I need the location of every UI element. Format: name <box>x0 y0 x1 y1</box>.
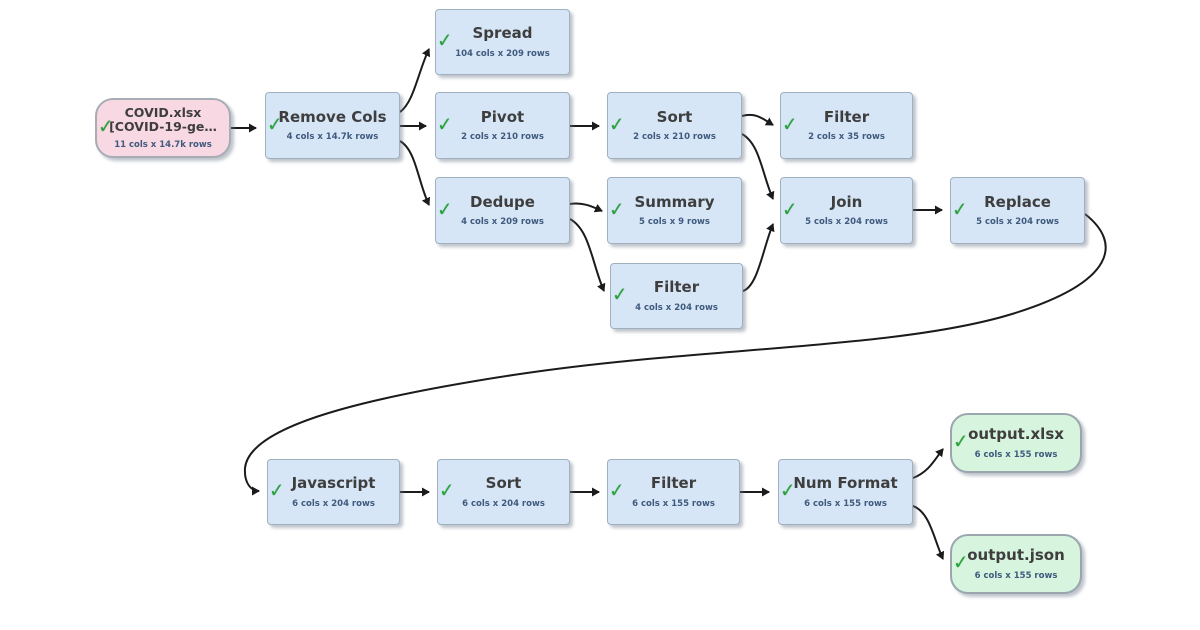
node-subtitle: 6 cols x 155 rows <box>974 570 1058 581</box>
node-remove-cols[interactable]: ✓ Remove Cols 4 cols x 14.7k rows <box>265 92 400 159</box>
node-pivot[interactable]: ✓ Pivot 2 cols x 210 rows <box>435 92 570 159</box>
node-subtitle: 6 cols x 155 rows <box>974 449 1058 460</box>
node-subtitle: 11 cols x 14.7k rows <box>114 140 212 151</box>
check-icon: ✓ <box>436 112 454 136</box>
node-title-line2: [COVID-19-ge… <box>109 118 217 134</box>
node-sort-top[interactable]: ✓ Sort 2 cols x 210 rows <box>607 92 742 159</box>
node-subtitle: 2 cols x 210 rows <box>461 132 544 143</box>
node-title: Filter <box>650 474 697 493</box>
check-icon: ✓ <box>611 283 629 307</box>
check-icon: ✓ <box>438 479 456 503</box>
node-subtitle: 4 cols x 14.7k rows <box>286 132 379 143</box>
edge-dedupe-to-filter <box>569 218 606 292</box>
node-title: Replace <box>984 192 1051 211</box>
node-subtitle: 6 cols x 204 rows <box>292 498 375 509</box>
check-icon: ✓ <box>268 479 286 503</box>
node-join[interactable]: ✓ Join 5 cols x 204 rows <box>780 177 913 244</box>
node-subtitle: 6 cols x 204 rows <box>462 498 545 509</box>
check-icon: ✓ <box>952 430 970 454</box>
edge-sort-to-filter <box>741 113 774 126</box>
node-filter-top[interactable]: ✓ Filter 2 cols x 35 rows <box>780 92 913 159</box>
node-title: Filter <box>823 107 870 126</box>
edge-num-format-to-json <box>912 505 945 560</box>
node-subtitle: 5 cols x 204 rows <box>805 217 888 228</box>
node-subtitle: 6 cols x 155 rows <box>804 498 887 509</box>
node-javascript[interactable]: ✓ Javascript 6 cols x 204 rows <box>267 459 400 525</box>
edge-dedupe-to-summary <box>569 202 603 213</box>
node-title: Num Format <box>793 474 898 493</box>
node-subtitle: 4 cols x 209 rows <box>461 217 544 228</box>
node-spread[interactable]: ✓ Spread 104 cols x 209 rows <box>435 9 570 75</box>
node-sort-bottom[interactable]: ✓ Sort 6 cols x 204 rows <box>437 459 570 525</box>
node-output-xlsx[interactable]: ✓ output.xlsx 6 cols x 155 rows <box>950 413 1082 473</box>
node-title: output.xlsx <box>968 425 1064 444</box>
check-icon: ✓ <box>97 115 115 139</box>
edge-remove-cols-to-dedupe <box>399 140 431 206</box>
node-title: Pivot <box>480 107 525 126</box>
node-covid-input[interactable]: ✓ COVID.xlsx [COVID-19-ge… 11 cols x 14.… <box>95 98 231 158</box>
edge-sort-to-join <box>741 133 775 200</box>
node-title: output.json <box>967 546 1065 565</box>
check-icon: ✓ <box>608 112 626 136</box>
node-dedupe[interactable]: ✓ Dedupe 4 cols x 209 rows <box>435 177 570 244</box>
node-subtitle: 5 cols x 204 rows <box>976 217 1059 228</box>
check-icon: ✓ <box>781 197 799 221</box>
check-icon: ✓ <box>951 197 969 221</box>
node-subtitle: 104 cols x 209 rows <box>455 48 550 59</box>
node-subtitle: 5 cols x 9 rows <box>639 217 710 228</box>
edge-remove-cols-to-spread <box>399 48 431 113</box>
node-title: Spread <box>472 24 533 43</box>
node-subtitle: 4 cols x 204 rows <box>635 302 718 313</box>
check-icon: ✓ <box>952 551 970 575</box>
edge-filter-to-join <box>742 223 775 292</box>
node-num-format[interactable]: ✓ Num Format 6 cols x 155 rows <box>778 459 913 525</box>
node-summary[interactable]: ✓ Summary 5 cols x 9 rows <box>607 177 742 244</box>
node-title: COVID.xlsx <box>124 104 202 120</box>
node-title: Dedupe <box>470 192 535 211</box>
node-title: Join <box>830 192 863 211</box>
node-title: Remove Cols <box>278 107 387 126</box>
check-icon: ✓ <box>608 197 626 221</box>
node-subtitle: 2 cols x 35 rows <box>808 132 885 143</box>
check-icon: ✓ <box>266 112 284 136</box>
check-icon: ✓ <box>436 197 454 221</box>
check-icon: ✓ <box>436 29 454 53</box>
node-title: Sort <box>656 107 693 126</box>
node-subtitle: 6 cols x 155 rows <box>632 498 715 509</box>
check-icon: ✓ <box>781 112 799 136</box>
edge-num-format-to-xlsx <box>912 448 944 479</box>
node-title: Filter <box>653 278 700 297</box>
node-filter-middle[interactable]: ✓ Filter 4 cols x 204 rows <box>610 263 743 329</box>
check-icon: ✓ <box>608 479 626 503</box>
node-title: Sort <box>485 474 522 493</box>
node-output-json[interactable]: ✓ output.json 6 cols x 155 rows <box>950 534 1082 594</box>
node-replace[interactable]: ✓ Replace 5 cols x 204 rows <box>950 177 1085 244</box>
node-title: Summary <box>634 192 715 211</box>
edge-replace-to-javascript <box>243 213 1107 496</box>
node-subtitle: 2 cols x 210 rows <box>633 132 716 143</box>
check-icon: ✓ <box>779 479 797 503</box>
node-filter-bottom[interactable]: ✓ Filter 6 cols x 155 rows <box>607 459 740 525</box>
node-title: Javascript <box>291 474 376 493</box>
